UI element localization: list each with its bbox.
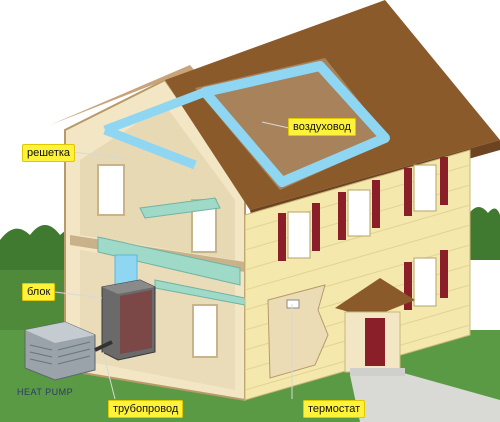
heat-pump-top	[25, 322, 95, 343]
facade-window	[413, 164, 437, 212]
shutter	[312, 203, 320, 251]
label-grille: решетка	[22, 144, 76, 162]
leader-piping	[102, 351, 116, 400]
label-duct: воздуховод	[288, 118, 356, 136]
attic-duct-link	[103, 87, 207, 135]
cutaway-window-upper	[97, 164, 125, 216]
shutter	[404, 168, 412, 216]
air-handler-panel	[120, 290, 152, 354]
attic-duct-drop	[103, 125, 197, 170]
label-thermostat: термостат	[303, 400, 366, 418]
label-piping: трубопровод	[108, 400, 184, 418]
leader-duct	[261, 121, 290, 129]
shutter	[440, 250, 448, 298]
shutter	[372, 180, 380, 228]
portico-roof	[335, 278, 415, 318]
heat-pump-grille	[29, 341, 91, 365]
shutter	[338, 192, 346, 240]
facade-window	[347, 189, 371, 237]
shutter	[404, 262, 412, 310]
air-handler-top	[102, 280, 155, 294]
interior-wall-cutout	[267, 284, 329, 379]
facade-window	[413, 257, 437, 307]
bushes-right	[468, 206, 500, 260]
facade-window	[287, 211, 311, 259]
thermostat	[286, 299, 300, 309]
shutter	[278, 213, 286, 261]
duct-branch-lower	[97, 236, 241, 286]
leader-unit	[46, 290, 103, 299]
leader-grille	[71, 151, 129, 159]
shutter	[440, 157, 448, 205]
duct-branch-upper	[139, 197, 221, 219]
refrigerant-pipe	[94, 340, 113, 352]
cutaway-window-lower	[192, 304, 218, 358]
heat-pump-label: HEAT PUMP	[17, 387, 74, 397]
front-door	[365, 318, 385, 366]
door-step	[350, 368, 405, 376]
walkway	[350, 372, 500, 422]
label-unit: блок	[22, 283, 56, 301]
attic-duct	[200, 61, 390, 187]
